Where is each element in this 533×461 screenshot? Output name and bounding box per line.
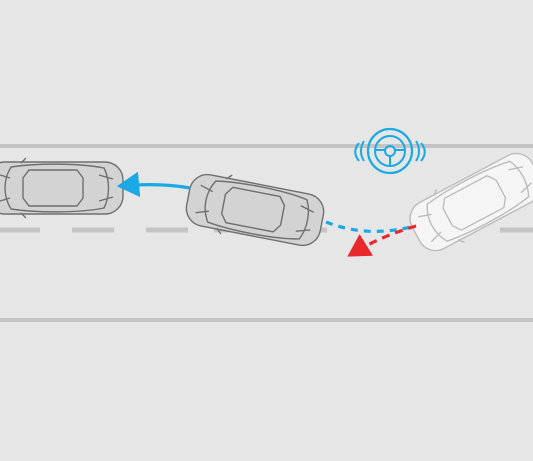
steering-wheel-icon — [354, 127, 426, 175]
lead-vehicle — [0, 157, 124, 219]
lane-departure-trajectory — [347, 224, 417, 257]
assist-return-path-arrow — [116, 171, 191, 198]
assist-corrected-trajectory — [325, 220, 417, 233]
